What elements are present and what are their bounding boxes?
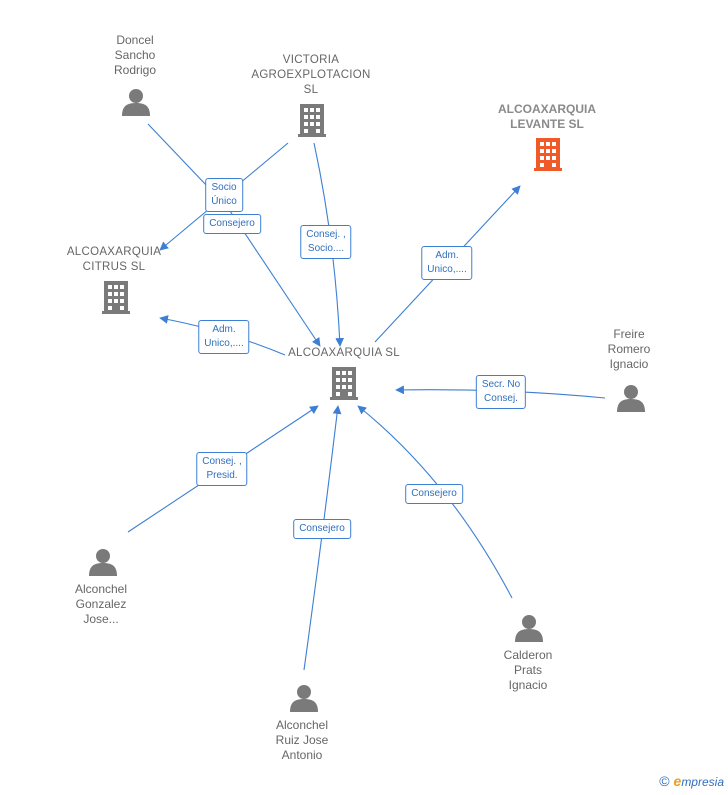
edge-label-consejero-doncel[interactable]: Consejero	[203, 214, 261, 234]
edge-label-consejero-ruiz[interactable]: Consejero	[293, 519, 351, 539]
person-icon-gonzalez	[89, 549, 117, 576]
edge-label-socio-unico[interactable]: Socio Único	[205, 178, 243, 212]
edge-label-adm-levante[interactable]: Adm. Unico,....	[421, 246, 473, 280]
person-icon-ruiz	[290, 685, 318, 712]
node-label-center[interactable]: ALCOAXARQUIA SL	[288, 347, 400, 359]
brand-footer: ©empresia	[659, 773, 724, 789]
person-icon-doncel	[122, 89, 150, 116]
edge-label-adm-citrus[interactable]: Adm. Unico,....	[198, 320, 250, 354]
node-label-freire[interactable]: Freire Romero Ignacio	[607, 327, 651, 371]
node-label-victoria[interactable]: VICTORIA AGROEXPLOTACION SL	[251, 54, 371, 96]
brand-logo-text: mpresia	[681, 775, 724, 789]
edge-label-consej-presid[interactable]: Consej. , Presid.	[196, 452, 248, 486]
copyright-icon: ©	[659, 773, 670, 789]
brand-logo-letter: e	[673, 773, 682, 789]
node-label-citrus[interactable]: ALCOAXARQUIA CITRUS SL	[66, 246, 162, 273]
edge-label-consejero-calderon[interactable]: Consejero	[405, 484, 463, 504]
edge-label-secr[interactable]: Secr. No Consej.	[475, 375, 527, 409]
person-icon-freire	[617, 385, 645, 412]
node-label-levante[interactable]: ALCOAXARQUIA LEVANTE SL	[498, 102, 596, 131]
node-label-gonzalez[interactable]: Alconchel Gonzalez Jose...	[74, 582, 128, 626]
node-label-ruiz[interactable]: Alconchel Ruiz Jose Antonio	[275, 718, 329, 762]
edge-label-consej-socio[interactable]: Consej. , Socio....	[300, 225, 352, 259]
person-icon-calderon	[515, 615, 543, 642]
node-label-doncel[interactable]: Doncel Sancho Rodrigo	[113, 33, 157, 77]
node-label-calderon[interactable]: Calderon Prats Ignacio	[503, 648, 553, 692]
building-windows	[108, 108, 556, 396]
